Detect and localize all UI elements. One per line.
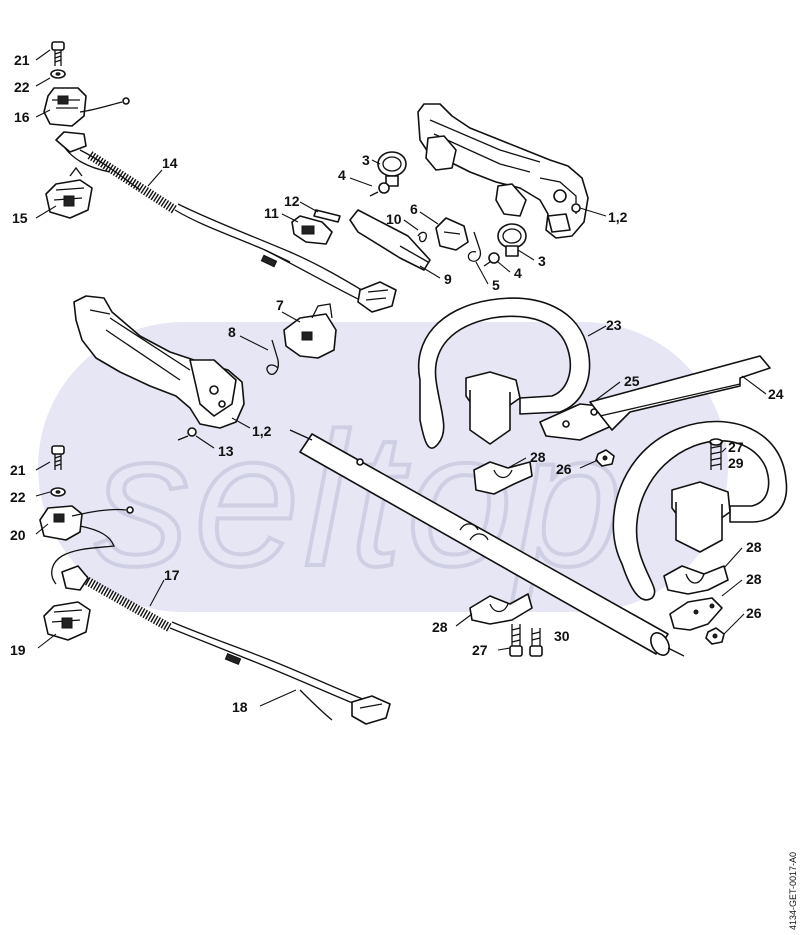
- callout-23: 23: [606, 317, 622, 333]
- callout-26-lower: 26: [746, 605, 762, 621]
- callout-28-b: 28: [746, 539, 762, 555]
- nut-26-lower: [705, 627, 725, 645]
- callout-28-a: 28: [530, 449, 546, 465]
- callout-4-lower: 4: [514, 265, 522, 281]
- callout-3-upper: 3: [362, 152, 370, 168]
- spring-8: [266, 339, 279, 375]
- callout-21-lower: 21: [10, 462, 26, 478]
- callout-9: 9: [444, 271, 452, 287]
- screw-21-lower: [51, 445, 65, 470]
- screw-21-upper: [51, 41, 65, 66]
- clamp-28-b: [663, 565, 729, 595]
- pin-12: [313, 209, 341, 223]
- callout-15: 15: [12, 210, 28, 226]
- screw-30: [529, 628, 543, 657]
- screw-13: [177, 427, 197, 441]
- callout-18: 18: [232, 699, 248, 715]
- callout-27-upper: 27: [728, 439, 744, 455]
- callout-8: 8: [228, 324, 236, 340]
- callout-22-upper: 22: [14, 79, 30, 95]
- callout-26-upper: 26: [556, 461, 572, 477]
- switch-bracket-19: [43, 601, 91, 641]
- clamp-28-d: [469, 593, 533, 625]
- clamp-3-lower: [497, 223, 527, 257]
- clamp-28-a: [473, 461, 533, 495]
- callout-labels: 21 22 16 15 14 3 4 12 11 10 6 9 5 4 3 1,…: [10, 52, 784, 715]
- switch-bracket-15: [45, 166, 93, 219]
- reference-code: 4134-GET-0017-A0: [788, 852, 798, 930]
- bar-24: [589, 355, 771, 431]
- callout-25: 25: [624, 373, 640, 389]
- callout-27-lower: 27: [472, 642, 488, 658]
- callout-22-lower: 22: [10, 489, 26, 505]
- callout-4-upper: 4: [338, 167, 346, 183]
- lever-9: [349, 209, 431, 271]
- switch-housing-20: [39, 505, 134, 541]
- upper-switch-parts: [43, 41, 397, 313]
- callout-12: 12: [284, 193, 300, 209]
- loop-handle-23: [417, 297, 591, 449]
- callout-21-upper: 21: [14, 52, 30, 68]
- clamp-28-c: [669, 597, 723, 631]
- callout-6: 6: [410, 201, 418, 217]
- leader-lines: [35, 49, 767, 707]
- callout-5: 5: [492, 277, 500, 293]
- callout-17: 17: [164, 567, 180, 583]
- spring-5: [467, 231, 482, 262]
- switch-housing-16: [43, 87, 87, 127]
- callout-7: 7: [276, 297, 284, 313]
- callout-10: 10: [386, 211, 402, 227]
- callout-29: 29: [728, 455, 744, 471]
- screw-4-upper: [369, 182, 390, 197]
- loop-handle-right: [612, 420, 788, 601]
- trigger-6: [435, 217, 469, 251]
- callout-11: 11: [264, 205, 279, 221]
- bracket-7: [283, 303, 337, 359]
- screw-4-lower: [483, 252, 500, 267]
- callout-19: 19: [10, 642, 26, 658]
- callout-28-d: 28: [432, 619, 448, 635]
- cable-14: [55, 131, 397, 313]
- callout-14: 14: [162, 155, 178, 171]
- spring-10: [417, 231, 428, 243]
- callout-13: 13: [218, 443, 234, 459]
- clamp-3-upper: [377, 151, 407, 187]
- switch-11: [291, 215, 333, 245]
- callout-30: 30: [554, 628, 570, 644]
- lower-switch-parts: [39, 445, 391, 725]
- callout-3-lower: 3: [538, 253, 546, 269]
- drive-tube: [289, 429, 685, 657]
- upper-handle-1-2: [417, 103, 589, 239]
- nut-26-upper: [595, 449, 615, 467]
- callout-20: 20: [10, 527, 26, 543]
- callout-24: 24: [768, 386, 784, 402]
- callout-1-2-lower: 1,2: [252, 423, 272, 439]
- lower-handle-1-2: [73, 295, 245, 429]
- screw-27-29-upper: [709, 438, 723, 470]
- callout-16: 16: [14, 109, 30, 125]
- screw-27-lower: [509, 624, 523, 657]
- callout-1-2-upper: 1,2: [608, 209, 628, 225]
- callout-28-c: 28: [746, 571, 762, 587]
